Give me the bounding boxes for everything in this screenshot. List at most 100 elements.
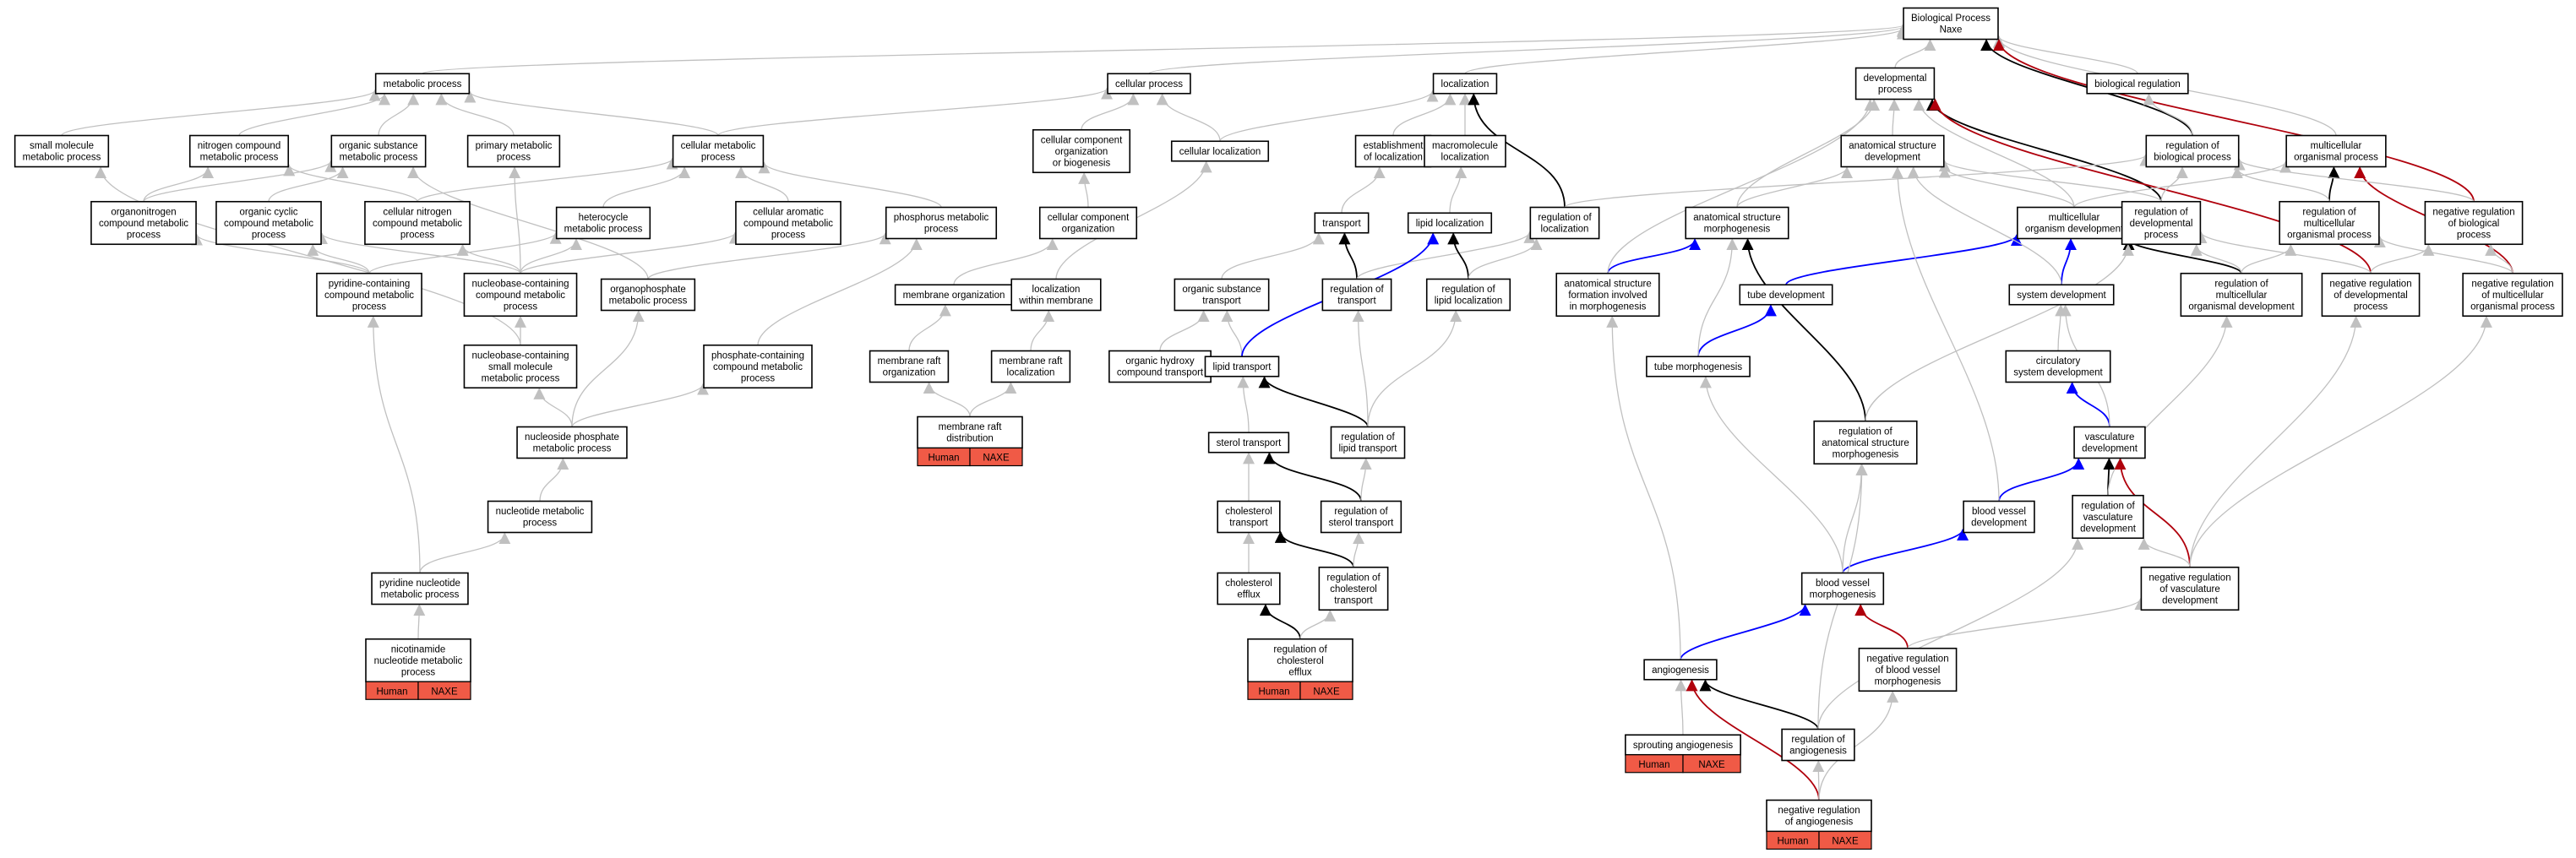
- term-box: [1963, 500, 2035, 534]
- term-node-cellloc[interactable]: cellular localization: [1170, 140, 1270, 162]
- term-label-line: organization: [1055, 147, 1108, 157]
- term-node-tubedev[interactable]: tube development: [1739, 284, 1833, 306]
- term-label-line: development: [2082, 444, 2138, 454]
- term-label-line: multicellular: [2216, 291, 2268, 301]
- edge-regasm-to-asm: [1741, 238, 1866, 421]
- term-node-lipidtrans[interactable]: lipid transport: [1204, 356, 1280, 377]
- term-node-localization[interactable]: localization: [1432, 73, 1498, 95]
- term-label-line: morphogenesis: [1810, 590, 1876, 600]
- term-label-line: negative regulation: [1778, 806, 1860, 816]
- term-node-memorg[interactable]: membrane organization: [894, 284, 1014, 306]
- edge-nucleobase-to-heterocycle: [520, 238, 582, 274]
- term-node-sysdev[interactable]: system development: [2008, 284, 2115, 306]
- term-node-transport[interactable]: transport: [1314, 212, 1370, 234]
- term-label-line: in morphogenesis: [1570, 301, 1647, 312]
- term-node-steroltrans[interactable]: sterol transport: [1207, 432, 1290, 453]
- term-label-line: of multicellular: [2481, 291, 2544, 301]
- edge-lipidtrans-to-orgsubtrans: [1221, 310, 1243, 357]
- edge-cellloc-to-cellular: [1156, 93, 1221, 142]
- edge-bvdev-to-asd: [1891, 166, 2000, 502]
- term-node-lipidloc[interactable]: lipid localization: [1407, 212, 1493, 234]
- term-node-cellular[interactable]: cellular process: [1107, 73, 1191, 95]
- term-box: [1108, 350, 1212, 383]
- term-box: [371, 572, 469, 605]
- term-label-line: organonitrogen: [111, 207, 176, 217]
- term-node-metabolic[interactable]: metabolic process: [374, 73, 471, 95]
- term-box: [2005, 350, 2111, 383]
- tag-cell: [1818, 830, 1872, 850]
- term-label-line: macromolecule: [1432, 141, 1498, 151]
- edge-reglipidtrans-to-reglipidloc: [1367, 310, 1462, 427]
- term-node-angiogenesis[interactable]: angiogenesis: [1643, 659, 1718, 681]
- term-node-tubemorph[interactable]: tube morphogenesis: [1646, 356, 1751, 377]
- term-node-bioreg[interactable]: biological regulation: [2086, 73, 2189, 95]
- edge-regtrans-to-transport: [1338, 232, 1358, 280]
- edge-reglipidloc-to-lipidloc: [1447, 232, 1469, 280]
